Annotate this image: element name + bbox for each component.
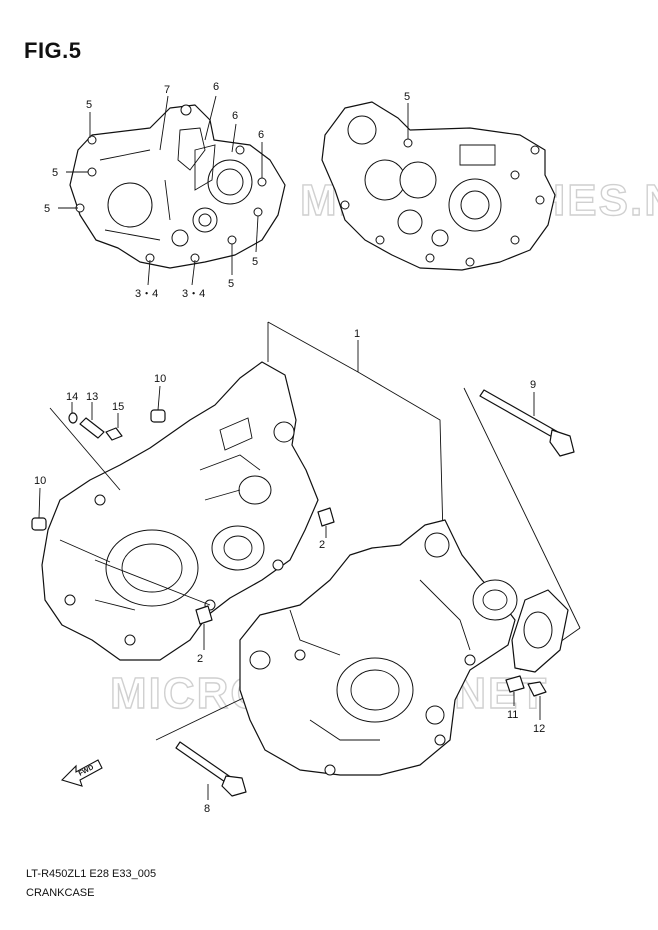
diagram-name: CRANKCASE <box>26 887 95 899</box>
diagram-code: LT-R450ZL1 E28 E33_005 <box>26 868 157 880</box>
callout-10: 10 <box>154 373 166 385</box>
callout-11: 11 <box>507 709 518 721</box>
bolt-9 <box>479 389 575 457</box>
callout-5: 5 <box>86 99 92 111</box>
callout-14: 14 <box>66 391 78 403</box>
callout-1-leader <box>267 321 446 613</box>
callout-6: 6 <box>258 129 264 141</box>
dowel-pin-2-upper <box>317 507 335 538</box>
forward-arrow-icon: FWD <box>60 759 103 787</box>
plug-10-upper <box>150 385 166 423</box>
callout-6: 6 <box>232 110 238 122</box>
callout-6: 6 <box>213 81 219 93</box>
callout-8: 8 <box>204 803 210 815</box>
bearing-retainer-plate <box>511 589 569 673</box>
callout-3-4: 3・4 <box>135 288 158 300</box>
figure-title: FIG.5 <box>24 38 82 63</box>
plug-10-left <box>31 487 47 531</box>
callout-5: 5 <box>404 91 410 103</box>
callout-15: 15 <box>112 401 124 413</box>
screw-11 <box>505 675 525 706</box>
parts-13-14-15 <box>68 402 123 441</box>
callout-3-4: 3・4 <box>182 288 205 300</box>
callout-5: 5 <box>44 203 50 215</box>
callout-10: 10 <box>34 475 46 487</box>
left-case-face-view <box>69 104 286 269</box>
callout-9: 9 <box>530 379 536 391</box>
callout-2: 2 <box>197 653 203 665</box>
callout-5: 5 <box>228 278 234 290</box>
callout-7: 7 <box>164 84 170 96</box>
screw-12 <box>527 681 547 720</box>
bolt-8 <box>175 741 247 800</box>
callout-5: 5 <box>252 256 258 268</box>
callout-5: 5 <box>52 167 58 179</box>
right-case-face-view <box>321 101 556 271</box>
callout-13: 13 <box>86 391 98 403</box>
callout-1: 1 <box>354 328 360 340</box>
top-left-leaders <box>58 95 263 286</box>
left-crankcase-half <box>41 361 319 661</box>
right-crankcase-half <box>239 519 518 776</box>
dowel-pin-2-lower <box>195 605 213 650</box>
callout-2: 2 <box>319 539 325 551</box>
callout-12: 12 <box>533 723 545 735</box>
